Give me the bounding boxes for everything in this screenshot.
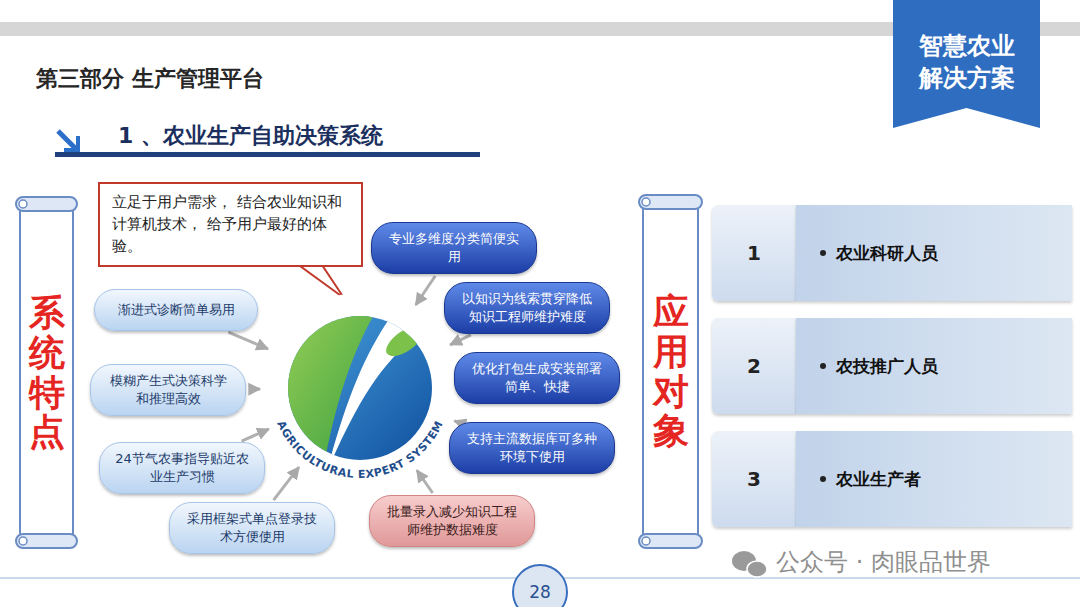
feature-arrow: [242, 429, 269, 441]
callout-bubble: 立足于用户需求， 结合农业知识和计算机技术， 给予用户最好的体验。: [98, 182, 363, 267]
subtitle-arrow-icon: [58, 131, 76, 149]
scroll-curl: [16, 534, 77, 548]
feature-pill: 优化打包生成安装部署简单、快捷: [454, 352, 620, 403]
audience-row: 农技推广人员: [796, 318, 1072, 414]
subtitle-arrow-icon: [64, 136, 78, 150]
logo-circle-shape: AGRICULTURAL EXPERT SYSTEM: [265, 293, 455, 483]
node-text: 2: [747, 354, 761, 378]
title-banner: 智慧农业 解决方案: [893, 0, 1040, 128]
row-number: 2: [712, 318, 796, 414]
logo-text: AGRICULTURAL EXPERT SYSTEM: [274, 419, 445, 481]
scroll-curl: [19, 200, 27, 208]
row-number: 3: [712, 431, 796, 527]
node-text: 智慧农业 解决方案: [915, 30, 1018, 95]
feature-pill: 支持主流数据库可多种环境下使用: [449, 422, 615, 473]
node-text: 以知识为线索贯穿降低知识工程师维护难度: [458, 290, 596, 325]
feature-arrow: [450, 335, 471, 345]
node-text: 农业生产者: [836, 468, 921, 491]
feature-pill: 以知识为线索贯穿降低知识工程师维护难度: [444, 282, 610, 333]
feature-pill: 专业多维度分类简便实用: [371, 222, 537, 273]
node-text: 应用对象: [653, 292, 689, 450]
feature-pill: 批量录入减少知识工程师维护数据难度: [369, 495, 535, 546]
feature-pill: 渐进式诊断简单易用: [94, 289, 258, 331]
node-text: 农业科研人员: [836, 242, 938, 265]
scroll-body: [20, 205, 73, 540]
node-text: 3: [747, 467, 761, 491]
audience-row: 农业科研人员: [796, 205, 1072, 301]
feature-pill: 24节气农事指导贴近农业生产习惯: [99, 442, 265, 493]
bullet-dot: [820, 363, 826, 369]
subtitle-underline: [55, 152, 480, 157]
feature-arrow: [417, 470, 433, 493]
logo-ground: [265, 293, 455, 483]
node-text: 支持主流数据库可多种环境下使用: [463, 430, 601, 465]
wechat-icon: [747, 561, 767, 577]
scroll-curl: [639, 195, 702, 209]
page-number: 28: [512, 564, 568, 607]
node-text: 28: [529, 582, 551, 602]
node-text: 渐进式诊断简单易用: [118, 301, 235, 319]
feature-pill: 采用框架式单点登录技术方便使用: [169, 502, 335, 553]
logo-circle: AGRICULTURAL EXPERT SYSTEM: [265, 293, 455, 483]
scroll-curl: [639, 534, 702, 548]
audience-row: 农业生产者: [796, 431, 1072, 527]
scroll-body: [643, 203, 698, 540]
section-subtitle: 1 、农业生产自助决策系统: [118, 121, 383, 151]
node-text: 24节气农事指导贴近农业生产习惯: [113, 450, 251, 485]
feature-arrow: [274, 467, 299, 500]
bullet-dot: [820, 250, 826, 256]
title-banner-shape: [893, 0, 1040, 128]
node-text: 农技推广人员: [836, 355, 938, 378]
node-text: 优化打包生成安装部署简单、快捷: [468, 360, 606, 395]
node-text: 批量录入减少知识工程师维护数据难度: [383, 503, 521, 538]
feature-arrow: [416, 276, 435, 305]
node-text: 1: [747, 241, 761, 265]
feature-pill: 模糊产生式决策科学和推理高效: [90, 364, 246, 415]
scroll-curl: [642, 537, 650, 545]
scroll-curl: [19, 537, 27, 545]
feature-arrow: [228, 332, 268, 349]
node-text: 模糊产生式决策科学和推理高效: [104, 372, 232, 407]
row-number: 1: [712, 205, 796, 301]
watermark-text: 公众号 · 肉眼品世界: [776, 546, 991, 578]
banner-shape: [893, 0, 1040, 128]
logo-leaf: [381, 320, 429, 362]
feature-arrow: [249, 388, 260, 391]
scroll-banner: 系统特点: [15, 195, 78, 550]
bullet-dot: [820, 476, 826, 482]
scroll-banner: 应用对象: [638, 193, 703, 550]
node-text: 立足于用户需求， 结合农业知识和计算机技术， 给予用户最好的体验。: [112, 192, 349, 257]
node-text: 专业多维度分类简便实用: [385, 230, 523, 265]
node-text: 系统特点: [29, 293, 65, 451]
slide-title: 第三部分 生产管理平台: [36, 64, 264, 94]
scroll-curl: [642, 198, 650, 206]
page-circle: [513, 565, 567, 607]
node-text: 采用框架式单点登录技术方便使用: [183, 510, 321, 545]
feature-arrow: [454, 419, 456, 423]
scroll-curl: [16, 197, 77, 211]
